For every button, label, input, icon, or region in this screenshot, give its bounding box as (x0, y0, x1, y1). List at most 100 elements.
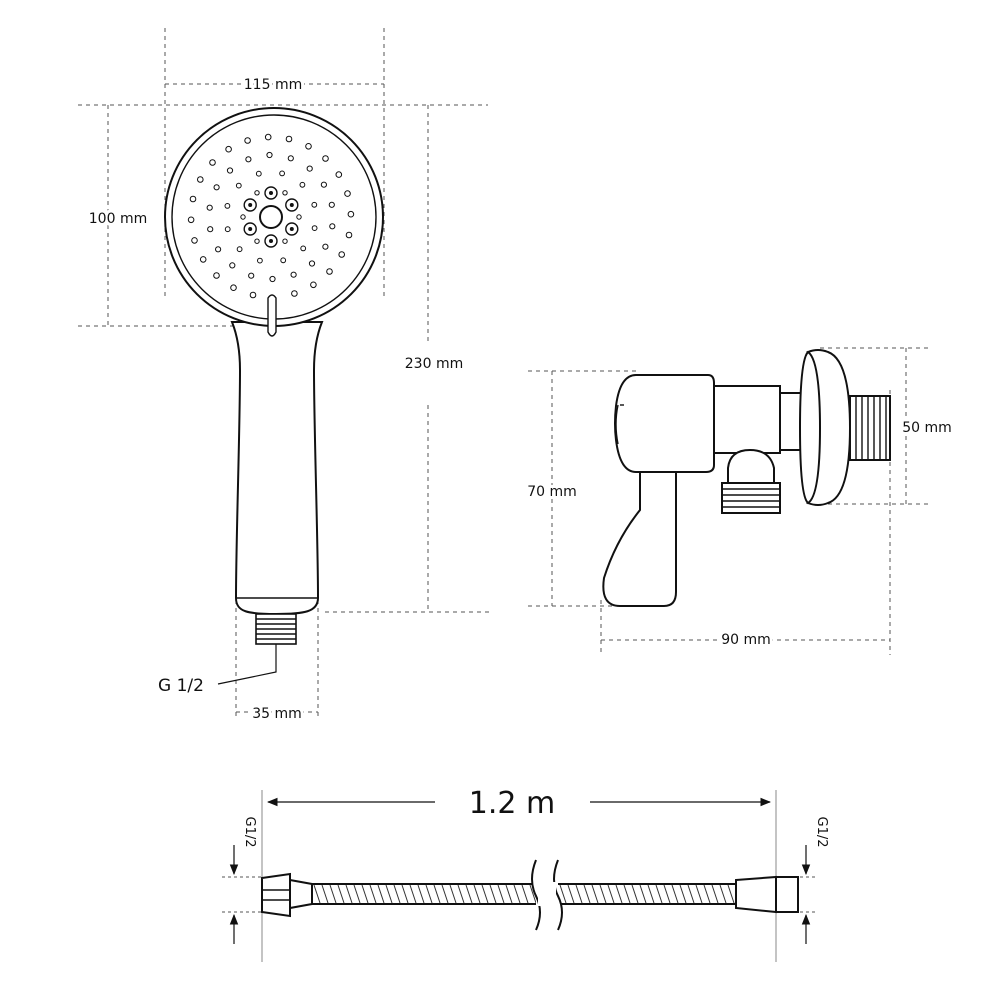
nozzle (230, 284, 237, 292)
braid-strand (711, 884, 719, 904)
jet-center (269, 239, 273, 243)
braid-strand (401, 884, 409, 904)
nozzle (320, 181, 327, 188)
braid-strand (345, 884, 353, 904)
hose-left-thread-label: G1/2 (242, 817, 257, 848)
shower-head-drawing: 115 mm 100 mm 230 mm G 1/2 35 mm (78, 28, 490, 725)
braid-strand (321, 884, 329, 904)
shower-connector-thread (255, 613, 297, 645)
jet-center (289, 203, 294, 207)
nozzle (264, 133, 272, 141)
nozzle (306, 165, 313, 172)
nozzle (326, 268, 333, 275)
nozzle (244, 137, 251, 144)
shower-thread-label: G 1/2 (158, 676, 204, 696)
braid-strand (377, 884, 385, 904)
nozzle (189, 195, 197, 203)
nozzle (290, 271, 297, 278)
hose-braid (313, 884, 735, 904)
nozzle (257, 257, 263, 264)
nozzle (209, 159, 216, 166)
nozzle (291, 290, 298, 297)
shower-connector-width-label: 35 mm (252, 706, 302, 722)
nozzle (347, 210, 355, 218)
nozzle (344, 190, 351, 197)
braid-strand (353, 884, 361, 904)
nozzle (255, 170, 262, 177)
nozzle (282, 238, 288, 244)
braid-strand (505, 884, 513, 904)
braid-strand (481, 884, 489, 904)
valve-thread-height-label: 50 mm (902, 420, 952, 436)
nozzle (197, 176, 204, 183)
nozzle (300, 245, 307, 252)
braid-strand (647, 884, 655, 904)
braid-strand (329, 884, 337, 904)
nozzle (305, 143, 312, 150)
braid-strand (695, 884, 703, 904)
braid-strand (313, 884, 321, 904)
braid-strand (449, 884, 457, 904)
nozzle (269, 275, 276, 283)
braid-strand (425, 884, 433, 904)
nozzle (226, 167, 234, 174)
braid-strand (513, 884, 521, 904)
braid-strand (607, 884, 615, 904)
nozzle (282, 190, 288, 196)
valve-depth-label: 90 mm (721, 632, 771, 648)
nozzle (308, 260, 316, 267)
nozzle (248, 272, 255, 279)
braid-strand (521, 884, 529, 904)
nozzle (328, 201, 335, 208)
nozzle (329, 223, 336, 230)
braid-strand (409, 884, 417, 904)
nozzle (311, 225, 318, 232)
nozzle (224, 226, 231, 233)
braid-strand (337, 884, 345, 904)
nozzle (254, 190, 260, 196)
braid-strand (583, 884, 591, 904)
nozzle (287, 155, 294, 162)
braid-strand (361, 884, 369, 904)
nozzle (245, 156, 252, 163)
braid-strand (623, 884, 631, 904)
nozzle (215, 246, 222, 253)
braid-strand (465, 884, 473, 904)
nozzle (213, 184, 220, 191)
braid-strand (567, 884, 575, 904)
braid-strand (599, 884, 607, 904)
nozzle (285, 135, 293, 143)
braid-strand (615, 884, 623, 904)
braid-strand (679, 884, 687, 904)
nozzle (310, 281, 317, 289)
braid-strand (497, 884, 505, 904)
braid-strand (385, 884, 393, 904)
braid-strand (489, 884, 497, 904)
nozzle (236, 246, 243, 253)
nozzle (279, 170, 286, 177)
braid-strand (703, 884, 711, 904)
jet-center (289, 227, 294, 231)
nozzle (187, 216, 195, 224)
braid-strand (393, 884, 401, 904)
braid-strand (529, 884, 537, 904)
valve-height-label: 70 mm (527, 484, 577, 500)
braid-strand (457, 884, 465, 904)
nozzle (322, 243, 329, 250)
nozzle (299, 181, 306, 188)
braid-strand (433, 884, 441, 904)
nozzle (240, 214, 246, 220)
shower-hose-drawing: 1.2 m G1/2 G1/2 (222, 786, 829, 962)
nozzle (345, 231, 353, 239)
braid-strand (631, 884, 639, 904)
nozzle (229, 262, 236, 269)
braid-strand (473, 884, 481, 904)
nozzle (296, 214, 302, 220)
braid-strand (639, 884, 647, 904)
nozzle (311, 201, 318, 208)
spray-nozzles (187, 133, 355, 299)
braid-strand (417, 884, 425, 904)
nozzle (213, 272, 220, 279)
angle-valve-drawing: 70 mm 50 mm 90 mm (524, 347, 955, 655)
